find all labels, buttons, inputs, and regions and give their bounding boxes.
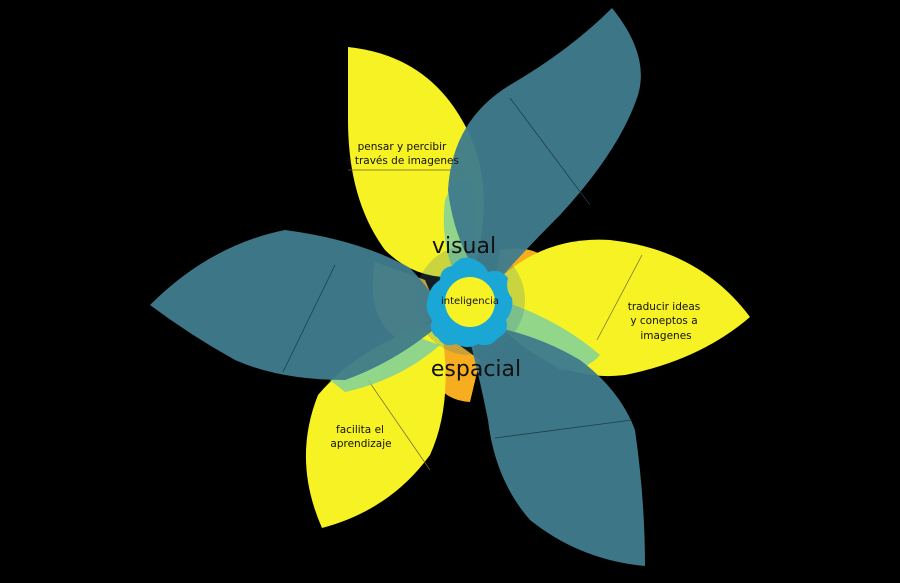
word-espacial: espacial: [431, 357, 521, 382]
center-inner-circle: [445, 277, 495, 327]
teal-petal-bottom: [465, 322, 645, 566]
petal-divider: [282, 264, 336, 373]
petal-label-line: imagenes: [640, 330, 691, 342]
petal-divider: [596, 254, 643, 341]
petal-label-line: traducir ideas: [628, 301, 700, 313]
teal-petals: [150, 8, 645, 566]
petal-label-line: y coneptos a: [630, 315, 697, 327]
petal-divider: [494, 419, 633, 439]
petal-label-line: a través de imagenes: [345, 155, 459, 167]
yellow-petal-bottom-left: [305, 320, 446, 528]
word-visual: visual: [432, 234, 496, 259]
teal-petal-top-right: [448, 8, 641, 290]
petal-label-line: facilita el: [336, 424, 384, 436]
petal-divider: [367, 379, 431, 471]
center-label: inteligencia: [441, 296, 499, 307]
petal-divider: [509, 97, 591, 206]
teal-petal-left: [150, 230, 445, 380]
green-overlap-left: [330, 338, 440, 392]
petal-label-right: traducir ideas y coneptos a imagenes: [628, 301, 700, 342]
petal-label-line: pensar y percibir: [358, 141, 447, 153]
green-overlap-right: [495, 300, 600, 371]
petal-label-bottom-left: facilita el aprendizaje: [330, 424, 391, 450]
petal-label-line: aprendizaje: [330, 438, 391, 450]
petal-label-top-left: pensar y percibir a través de imagenes: [345, 141, 459, 167]
center-gear: [426, 257, 513, 347]
